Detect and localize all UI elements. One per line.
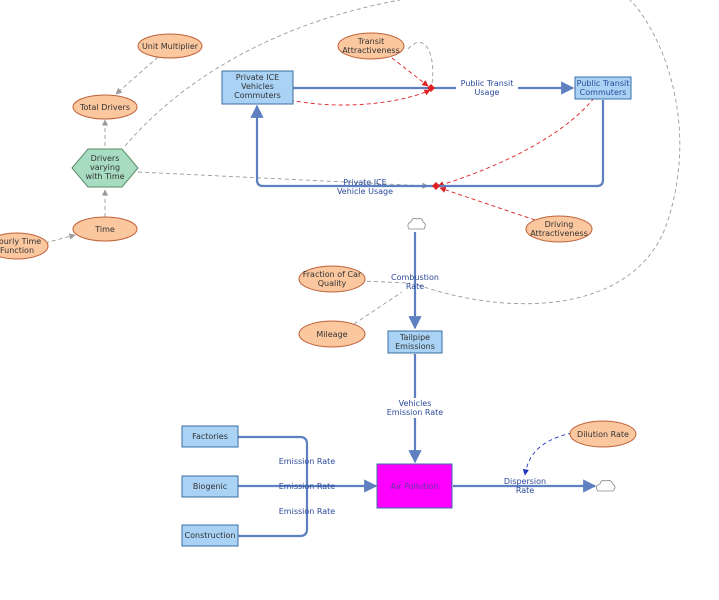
flow-label-combustion-rate[interactable]: Combustion Rate — [391, 273, 439, 291]
stock-factories[interactable]: Factories — [181, 425, 239, 448]
aux-fraction-of-car-quality[interactable]: Fraction of Car Quality — [298, 265, 366, 293]
info-links-grey — [44, 0, 681, 325]
flow-label-emission-rate-construction[interactable]: Emission Rate — [279, 507, 336, 516]
aux-label: Quality — [318, 279, 347, 288]
aux-label: Fraction of Car — [303, 270, 362, 279]
stock-label: Commuters — [580, 88, 627, 97]
aux-label: Attractiveness — [530, 229, 588, 238]
aux-total-drivers[interactable]: Total Drivers — [72, 94, 138, 120]
cloud-icon — [407, 218, 426, 230]
hexagon-label: with Time — [85, 172, 124, 181]
aux-dilution-rate[interactable]: Dilution Rate — [569, 420, 637, 448]
aux-label: Driving — [545, 220, 574, 229]
aux-time[interactable]: Time — [72, 216, 138, 242]
aux-label: Total Drivers — [79, 103, 130, 112]
flow-label: Emission Rate — [279, 507, 336, 516]
flow-label-emission-rate-factories[interactable]: Emission Rate — [279, 457, 336, 466]
stock-label: Tailpipe — [399, 333, 430, 342]
stock-public-transit-commuters[interactable]: Public Transit Commuters — [574, 76, 632, 100]
aux-label: Attractiveness — [342, 46, 400, 55]
flow-label: Vehicles — [399, 399, 432, 408]
aux-driving-attractiveness[interactable]: Driving Attractiveness — [525, 215, 593, 243]
flow-label: Private ICE — [343, 178, 386, 187]
stock-air-pollution[interactable]: Air Pollution — [376, 463, 453, 509]
aux-label: Dilution Rate — [577, 430, 629, 439]
aux-mileage[interactable]: Mileage — [298, 320, 366, 348]
hexagon-label: Drivers — [91, 154, 120, 163]
flow-label-private-ice-vehicle-usage[interactable]: Private ICE Vehicle Usage — [337, 178, 393, 196]
dilution-link — [522, 432, 573, 476]
stock-label: Emissions — [395, 342, 435, 351]
stock-label: Air Pollution — [391, 482, 439, 491]
stock-tailpipe-emissions[interactable]: Tailpipe Emissions — [387, 330, 443, 354]
aux-label: Function — [0, 246, 34, 255]
stock-label: Factories — [192, 432, 228, 441]
aux-label: Mileage — [316, 330, 347, 339]
flow-label: Vehicle Usage — [337, 187, 393, 196]
stock-label: Commuters — [234, 91, 281, 100]
stock-construction[interactable]: Construction — [181, 524, 239, 547]
aux-hourly-time-function[interactable]: Hourly Time Function — [0, 232, 49, 260]
aux-unit-multiplier[interactable]: Unit Multiplier — [137, 33, 203, 59]
aux-transit-attractiveness[interactable]: Transit Attractiveness — [337, 32, 405, 60]
aux-label: Hourly Time — [0, 237, 41, 246]
info-links-red — [289, 42, 595, 221]
flow-label: Rate — [516, 486, 534, 495]
stock-label: Construction — [185, 531, 236, 540]
aux-label: Time — [94, 225, 115, 234]
stock-label: Biogenic — [193, 482, 227, 491]
flow-label: Emission Rate — [387, 408, 444, 417]
flow-label: Usage — [475, 88, 500, 97]
flow-label: Combustion — [391, 273, 439, 282]
hexagon-label: varying — [90, 163, 120, 172]
stock-label: Vehicles — [241, 82, 274, 91]
hexagon-drivers-varying-with-time[interactable]: Drivers varying with Time — [71, 148, 139, 188]
flow-label: Public Transit — [461, 79, 514, 88]
flow-label-dispersion-rate[interactable]: Dispersion Rate — [500, 477, 550, 495]
stock-label: Private ICE — [236, 73, 279, 82]
stock-private-ice-commuters[interactable]: Private ICE Vehicles Commuters — [221, 70, 294, 105]
aux-label: Transit — [357, 37, 385, 46]
flow-label-public-transit-usage[interactable]: Public Transit Usage — [456, 78, 518, 98]
flow-label-vehicles-emission-rate[interactable]: Vehicles Emission Rate — [387, 398, 444, 418]
aux-label: Unit Multiplier — [142, 42, 199, 51]
flow-label-emission-rate-biogenic[interactable]: Emission Rate — [279, 482, 336, 491]
valves — [427, 84, 440, 190]
stock-label: Public Transit — [577, 79, 630, 88]
flow-label: Dispersion — [504, 477, 546, 486]
stock-biogenic[interactable]: Biogenic — [181, 475, 239, 498]
cloud-icon — [596, 480, 616, 492]
flow-label: Rate — [406, 282, 424, 291]
flow-label: Emission Rate — [279, 482, 336, 491]
flow-label: Emission Rate — [279, 457, 336, 466]
